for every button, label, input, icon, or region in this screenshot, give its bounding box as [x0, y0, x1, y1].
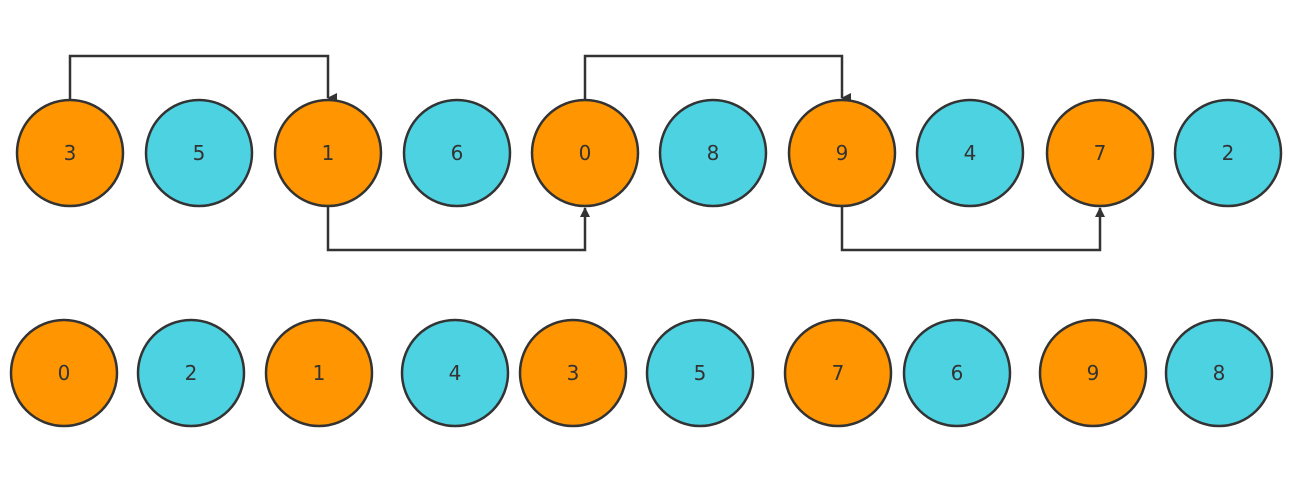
bottom-row-node-circle	[264, 318, 374, 428]
bottom-row-node: 2	[136, 318, 246, 428]
top-row-node-label: 7	[1094, 141, 1107, 165]
top-row-node-label: 6	[451, 141, 464, 165]
bottom-row-node: 4	[400, 318, 510, 428]
top-row-node-circle	[402, 98, 512, 208]
bottom-row-node-label: 0	[58, 361, 71, 385]
top-row-node-label: 2	[1222, 141, 1235, 165]
top-row-node: 3	[15, 98, 125, 208]
top-row-node-label: 8	[707, 141, 720, 165]
top-row-node-label: 1	[322, 141, 335, 165]
top-row-node: 2	[1173, 98, 1283, 208]
bottom-row-node-label: 7	[832, 361, 845, 385]
bottom-row-node-label: 1	[313, 361, 326, 385]
top-row-node-circle	[787, 98, 897, 208]
bottom-row-node-label: 8	[1213, 361, 1226, 385]
connector-arrow-top	[583, 54, 851, 103]
top-row-node-circle	[658, 98, 768, 208]
top-row-node-label: 5	[193, 141, 206, 165]
top-row-node-circle	[15, 98, 125, 208]
top-row-node-circle	[915, 98, 1025, 208]
bottom-row-node-circle	[9, 318, 119, 428]
bottom-row-node: 0	[9, 318, 119, 428]
top-row-node-circle	[530, 98, 640, 208]
bottom-row-node: 7	[783, 318, 893, 428]
top-row-node-label: 9	[836, 141, 849, 165]
bottom-row-node: 1	[264, 318, 374, 428]
connector-layer	[68, 54, 1105, 252]
bottom-row-node-label: 4	[449, 361, 462, 385]
bottom-row-node-circle	[1164, 318, 1274, 428]
top-row-node-circle	[273, 98, 383, 208]
top-row-node: 9	[787, 98, 897, 208]
top-row-node: 4	[915, 98, 1025, 208]
bottom-row-node-circle	[518, 318, 628, 428]
top-row: 3 5 1 6 0 8 9 4 7 2	[15, 98, 1283, 208]
top-row-node-label: 0	[579, 141, 592, 165]
bottom-row-node-label: 2	[185, 361, 198, 385]
top-row-node-circle	[1173, 98, 1283, 208]
top-row-node-circle	[144, 98, 254, 208]
top-row-node-label: 4	[964, 141, 977, 165]
bottom-row-node-label: 6	[951, 361, 964, 385]
bottom-row-node: 3	[518, 318, 628, 428]
bottom-row-node: 9	[1038, 318, 1148, 428]
top-row-node: 0	[530, 98, 640, 208]
bottom-row-node-circle	[136, 318, 246, 428]
bottom-row-node-label: 3	[567, 361, 580, 385]
top-row-node-label: 3	[64, 141, 77, 165]
top-row-node: 5	[144, 98, 254, 208]
bottom-row-node: 5	[645, 318, 755, 428]
bottom-row-node-circle	[645, 318, 755, 428]
bottom-row-node-label: 9	[1087, 361, 1100, 385]
top-row-node: 8	[658, 98, 768, 208]
bottom-row: 0 2 1 4 3 5 7 6 9 8	[9, 318, 1274, 428]
connector-arrow-bottom	[840, 206, 1105, 252]
bottom-row-node-circle	[400, 318, 510, 428]
top-row-node: 6	[402, 98, 512, 208]
connector-arrow-top	[68, 54, 337, 103]
top-row-node: 1	[273, 98, 383, 208]
bottom-row-node: 6	[902, 318, 1012, 428]
bottom-row-node-circle	[783, 318, 893, 428]
top-row-node: 7	[1045, 98, 1155, 208]
bottom-row-node: 8	[1164, 318, 1274, 428]
bottom-row-node-label: 5	[694, 361, 707, 385]
bottom-row-node-circle	[902, 318, 1012, 428]
bottom-row-node-circle	[1038, 318, 1148, 428]
connector-arrow-bottom	[326, 206, 590, 252]
top-row-node-circle	[1045, 98, 1155, 208]
